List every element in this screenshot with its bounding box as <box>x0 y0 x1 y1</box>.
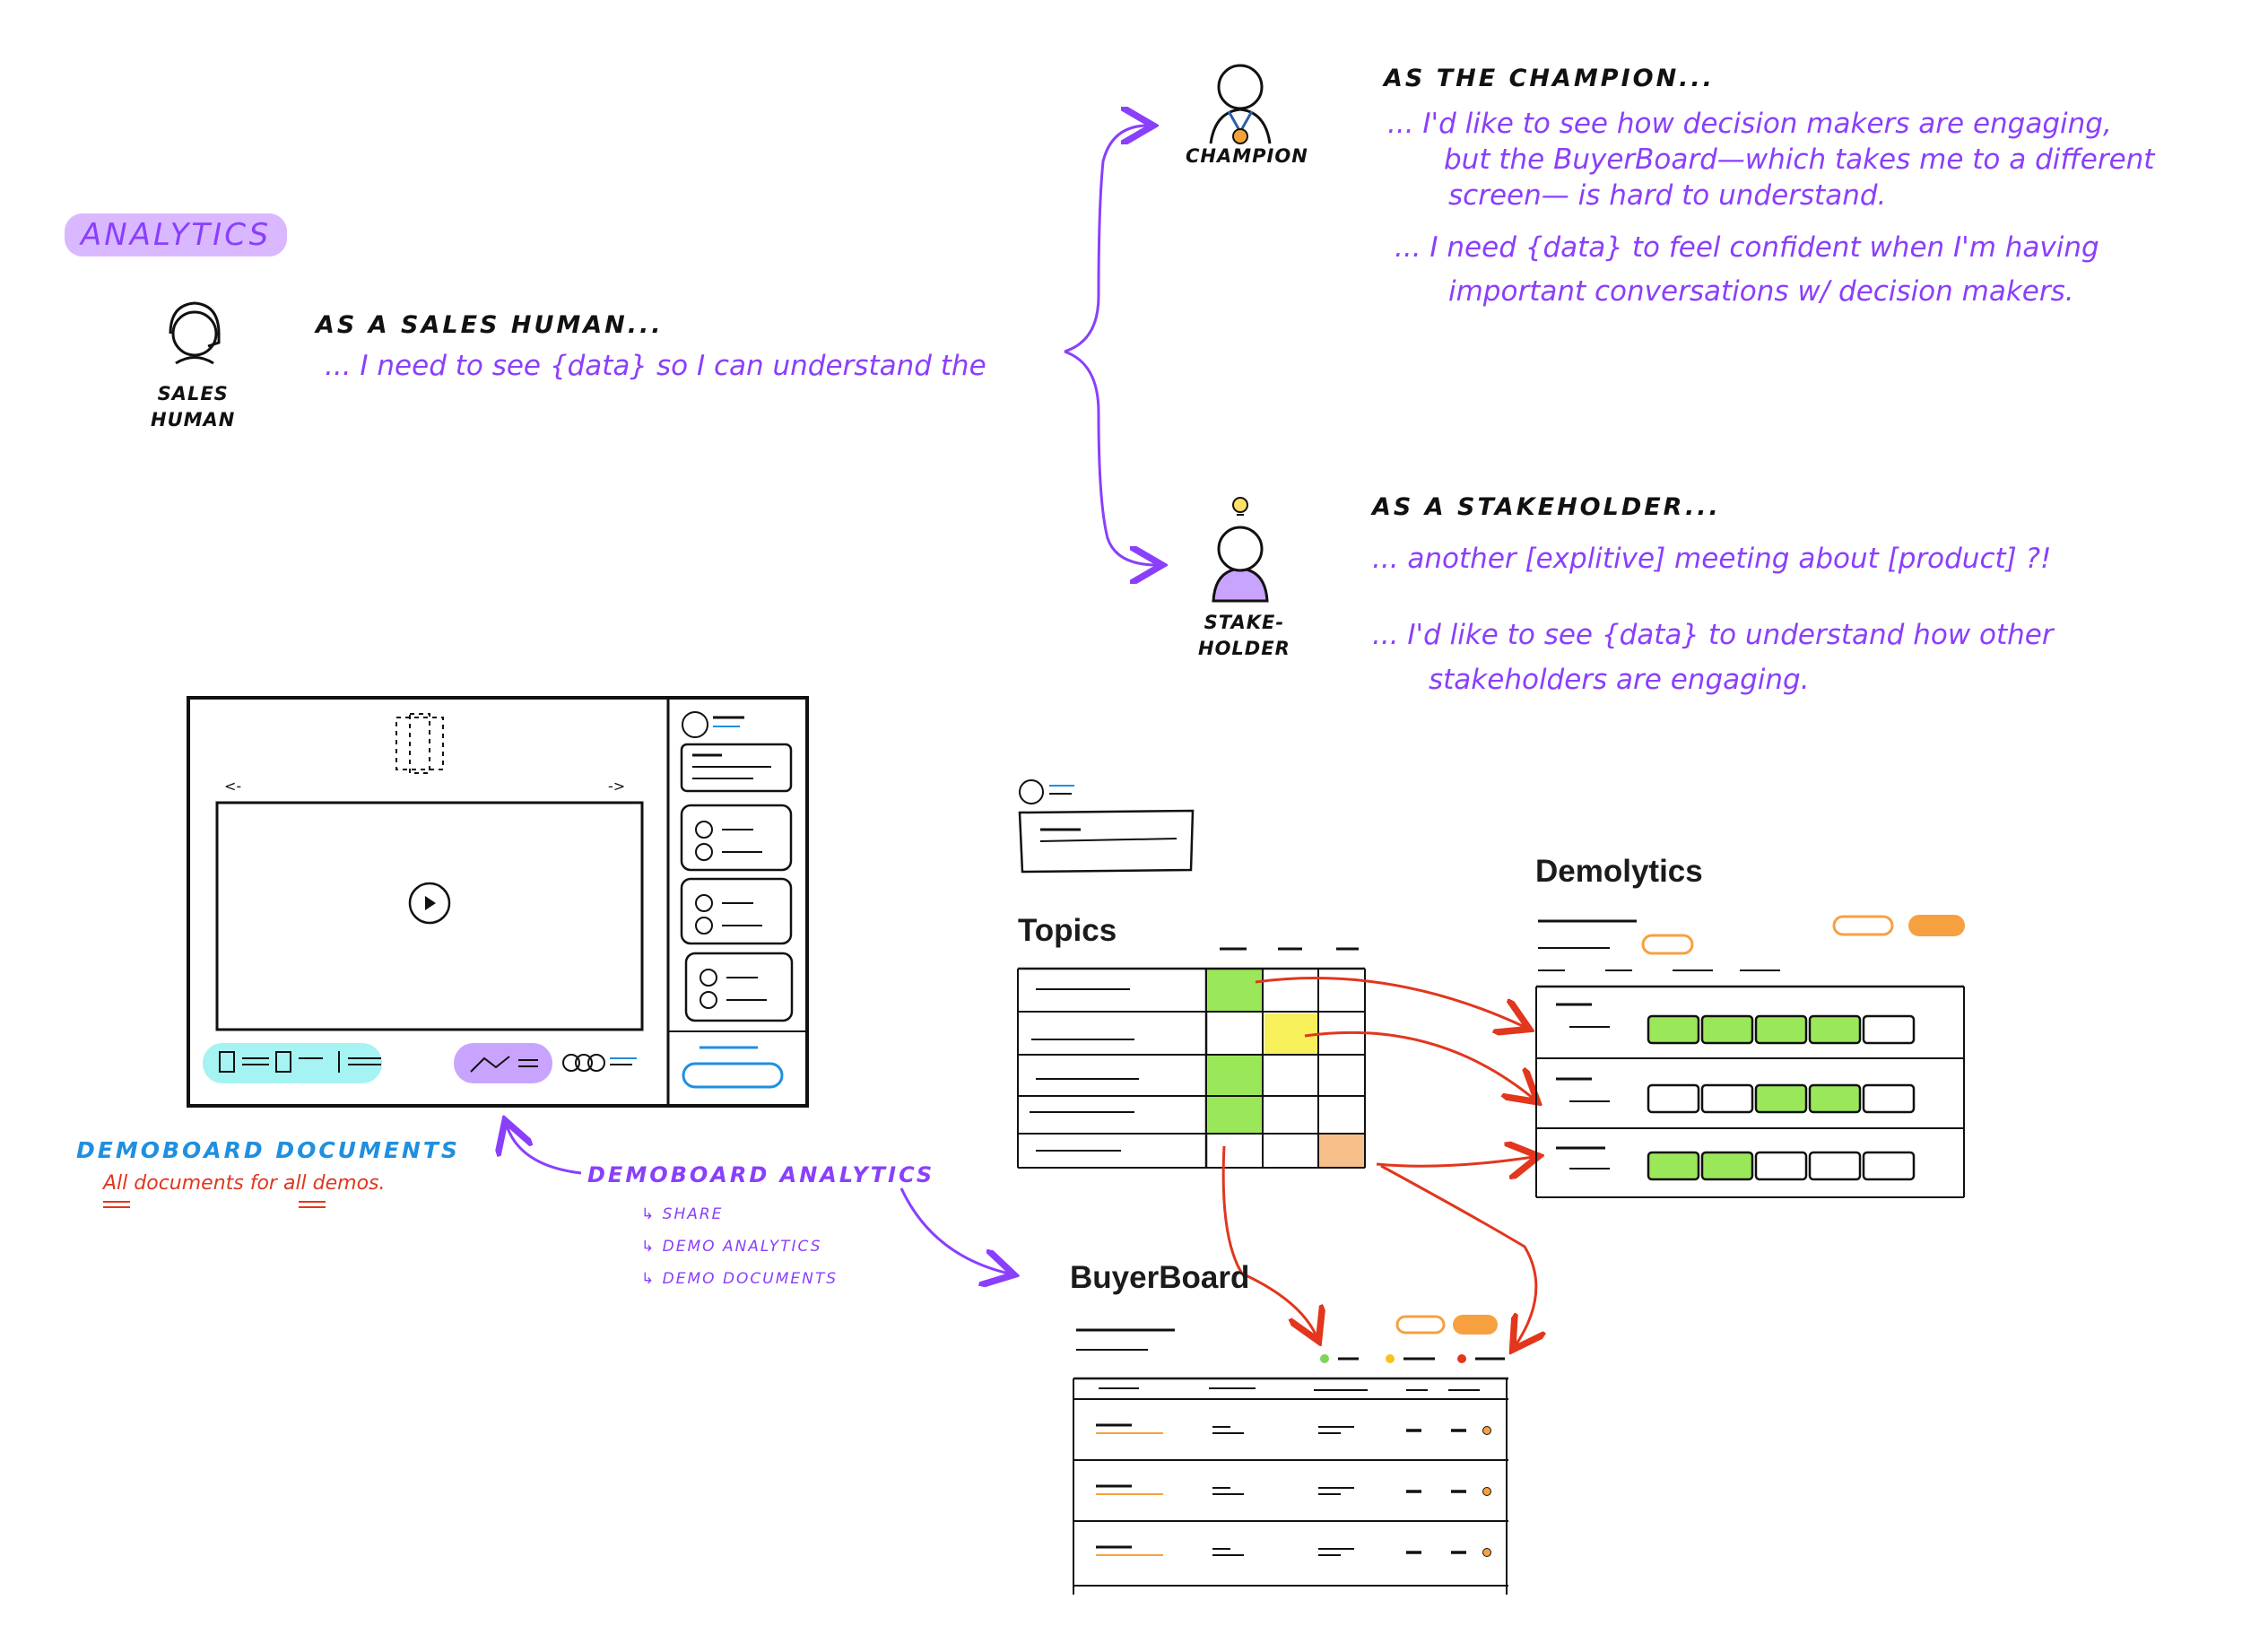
red-underlines <box>103 1201 326 1208</box>
stakeholder-label-line2: HOLDER <box>1198 638 1290 659</box>
progress-segment <box>1754 1083 1808 1114</box>
progress-segment <box>1647 1014 1700 1045</box>
document-icon <box>219 1051 235 1073</box>
buyerboard-rows <box>1096 1423 1491 1557</box>
sales-human-label-line2: HUMAN <box>151 409 236 430</box>
progress-segment <box>1700 1014 1754 1045</box>
progress-segment <box>1862 1083 1916 1114</box>
svg-text:->: -> <box>608 778 625 795</box>
topics-title: Topics <box>1018 913 1117 948</box>
champion-line-4: ... I need {data} to feel confident when… <box>1395 231 2099 264</box>
line-chart-icon <box>470 1056 510 1073</box>
lightbulb-icon <box>1232 497 1248 516</box>
analytics-item-demo-analytics-label: DEMO ANALYTICS <box>662 1238 822 1256</box>
progress-segment <box>1808 1151 1862 1181</box>
persona-brace <box>1064 126 1157 565</box>
stakeholder-label-line1: STAKE- <box>1204 612 1285 633</box>
analytics-item-share: ↳ SHARE <box>641 1205 724 1223</box>
demolytics-progress-bars <box>1647 1014 1916 1181</box>
progress-segment <box>1700 1083 1754 1114</box>
progress-segment <box>1862 1151 1916 1181</box>
analytics-item-demo-documents: ↳ DEMO DOCUMENTS <box>641 1270 839 1288</box>
champion-line-1: ... I'd like to see how decision makers … <box>1387 108 2112 140</box>
demoboard-documents-subtitle: All documents for all demos. <box>103 1172 386 1195</box>
medal-icon <box>1232 128 1248 144</box>
status-dot <box>1482 1548 1491 1557</box>
demoboard-wireframe: <- -> <box>187 696 809 1108</box>
analytics-arrows <box>507 1126 1009 1274</box>
analytics-item-demo-analytics: ↳ DEMO ANALYTICS <box>641 1238 822 1256</box>
champion-label: CHAMPION <box>1186 145 1308 167</box>
champion-line-2: but the BuyerBoard—which takes me to a d… <box>1444 143 2155 176</box>
topics-table <box>1017 947 1366 1169</box>
progress-segment <box>1754 1014 1808 1045</box>
analytics-badge: ANALYTICS <box>65 213 288 256</box>
document-icon <box>275 1051 291 1073</box>
stakeholder-line-2: ... I'd like to see {data} to understand… <box>1372 619 2054 651</box>
avatar-icon <box>1019 779 1044 804</box>
champion-line-3: screen— is hard to understand. <box>1448 179 1887 212</box>
topic-context-card <box>1018 779 1195 874</box>
sales-human-statement: ... I need to see {data} so I can unders… <box>325 350 986 382</box>
demoboard-analytics-title: DEMOBOARD ANALYTICS <box>587 1162 935 1187</box>
stakeholder-heading: AS A STAKEHOLDER... <box>1372 493 1721 521</box>
buyerboard-panel <box>1073 1315 1508 1595</box>
progress-segment <box>1647 1083 1700 1114</box>
svg-text:<-: <- <box>224 778 241 795</box>
demolytics-title: Demolytics <box>1535 854 1703 889</box>
progress-segment <box>1700 1151 1754 1181</box>
sales-human-heading: AS A SALES HUMAN... <box>316 311 664 339</box>
stakeholder-line-1: ... another [explitive] meeting about [p… <box>1372 543 2052 575</box>
avatar-icon <box>682 711 708 738</box>
sales-human-figure <box>169 301 221 365</box>
sales-human-label-line1: SALES <box>157 383 229 404</box>
progress-segment <box>1754 1151 1808 1181</box>
stakeholder-label: STAKE- HOLDER <box>1198 610 1290 662</box>
champion-heading: AS THE CHAMPION... <box>1384 65 1715 92</box>
progress-segment <box>1647 1151 1700 1181</box>
status-dot <box>1482 1426 1491 1435</box>
progress-segment <box>1808 1014 1862 1045</box>
analytics-item-share-label: SHARE <box>662 1205 724 1223</box>
progress-segment <box>1862 1014 1916 1045</box>
topic-mapping-arrows <box>1221 977 1536 1345</box>
stakeholder-line-3: stakeholders are engaging. <box>1429 664 1810 696</box>
sales-human-label: SALES HUMAN <box>151 381 235 433</box>
headset-icon <box>169 301 221 335</box>
analytics-item-demo-documents-label: DEMO DOCUMENTS <box>662 1270 839 1288</box>
play-icon <box>408 882 451 925</box>
demoboard-documents-title: DEMOBOARD DOCUMENTS <box>76 1137 460 1163</box>
buyerboard-title: BuyerBoard <box>1070 1260 1250 1295</box>
demolytics-panel <box>1535 915 1965 1198</box>
champion-figure <box>1209 64 1272 144</box>
stakeholder-figure <box>1212 497 1269 603</box>
champion-line-5: important conversations w/ decision make… <box>1448 275 2074 308</box>
status-dot <box>1482 1487 1491 1496</box>
progress-segment <box>1808 1083 1862 1114</box>
